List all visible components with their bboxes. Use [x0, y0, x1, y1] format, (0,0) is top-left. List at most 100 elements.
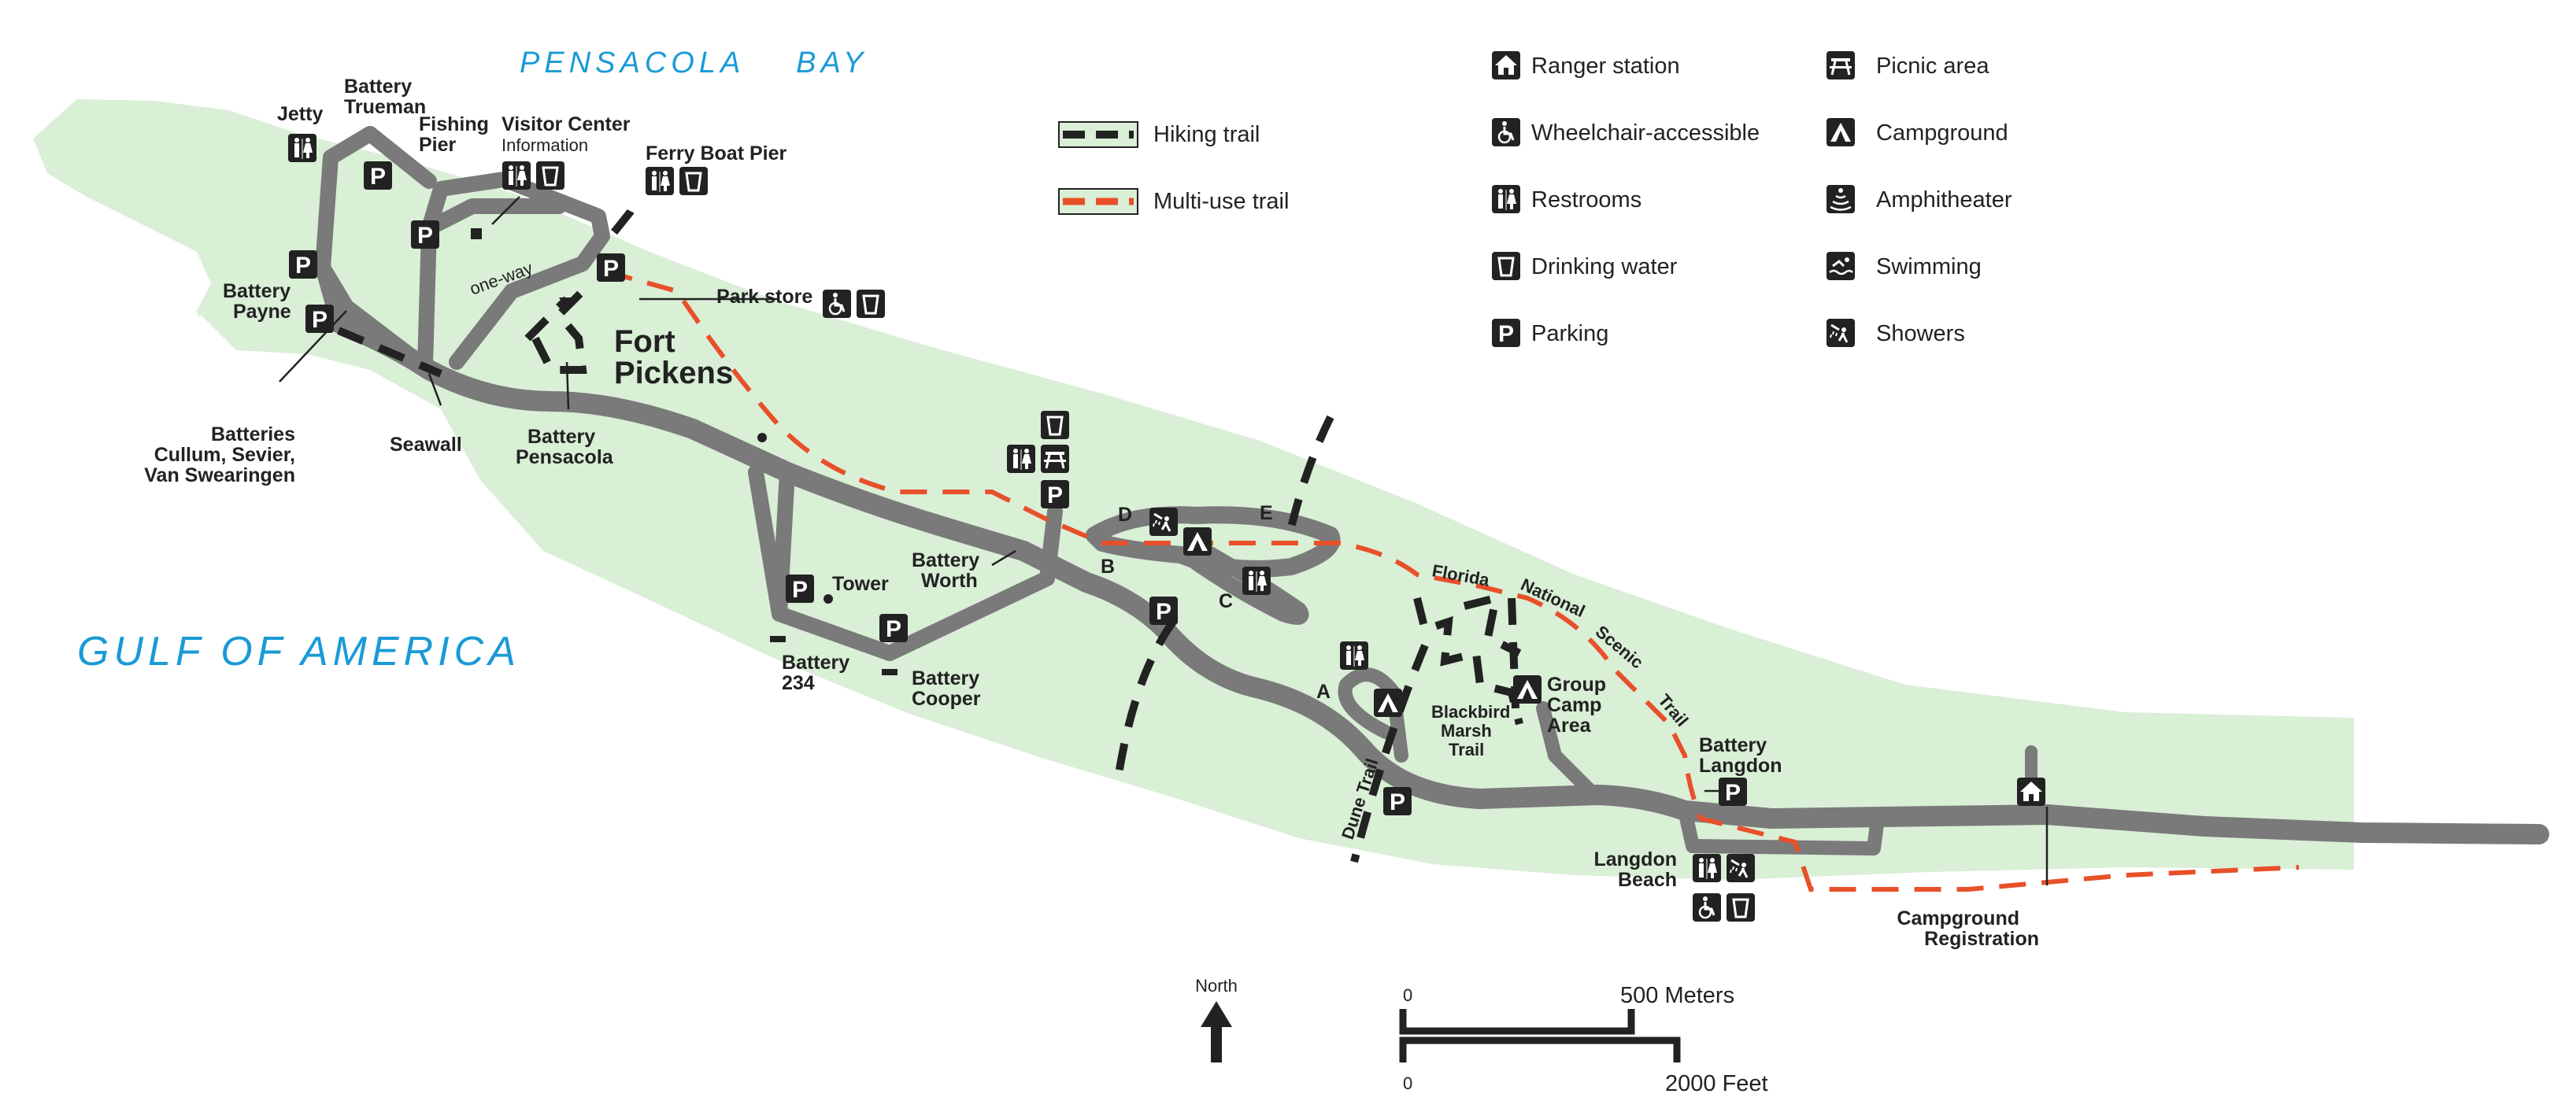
campground-icon — [1513, 675, 1542, 704]
legend-symbols-1: Ranger station Wheelchair-accessible Res… — [1490, 51, 1760, 347]
campground-icon — [1374, 689, 1402, 717]
ranger-station-icon — [1492, 51, 1520, 79]
battery-trueman-label-2: Trueman — [344, 96, 426, 118]
pensacola-bay-label: PENSACOLA BAY — [520, 46, 868, 79]
north-arrow-icon — [1201, 1001, 1232, 1062]
drinking-water-icon — [1490, 250, 1522, 282]
fort-pickens-label-2: Pickens — [614, 356, 733, 390]
restrooms-icon — [288, 134, 316, 162]
legend-symbols-2: Picnic area Campground Amphitheater Swim… — [1825, 50, 2012, 349]
scale-feet-label: 2000 Feet — [1665, 1071, 1768, 1096]
parking-icon — [786, 575, 814, 603]
battery-worth-label-2: Worth — [921, 570, 978, 592]
drinking-water-icon — [678, 165, 709, 197]
showers-icon — [1725, 852, 1756, 884]
group-camp-label-3: Area — [1547, 715, 1592, 737]
batteries-label-2: Cullum, Sevier, — [154, 444, 295, 466]
peninsula-land — [33, 99, 2354, 880]
drinking-water-icon — [855, 288, 886, 320]
dune-trail-west — [1114, 619, 1177, 780]
visitor-center-label: Visitor Center — [502, 113, 631, 135]
blackbird-label-3: Trail — [1449, 740, 1484, 759]
group-camp-label: Group — [1547, 674, 1606, 696]
parking-icon — [597, 253, 625, 282]
marks — [471, 228, 898, 675]
blackbird-label-2: Marsh — [1441, 721, 1492, 741]
restrooms-icon — [502, 161, 531, 190]
legend-restrooms: Restrooms — [1531, 187, 1641, 212]
dune-trail-south — [1350, 644, 1429, 863]
restrooms-icon — [1242, 567, 1271, 595]
parking-icon — [1719, 778, 1747, 806]
langdon-loop — [1678, 804, 1885, 855]
parking-icon — [1492, 319, 1520, 347]
langdon-beach-label: Langdon — [1593, 848, 1677, 870]
loop-d-label: D — [1118, 504, 1132, 526]
showers-icon — [1825, 317, 1856, 349]
gulf-label: GULF OF AMERICA — [77, 629, 520, 674]
parking-icon — [879, 614, 908, 642]
fort-pickens-label: Fort — [614, 324, 675, 359]
payne-road — [315, 260, 437, 378]
legend-picnic-area: Picnic area — [1876, 54, 1989, 79]
batteries-label-3: Van Swearingen — [144, 464, 295, 486]
dune-trail-north — [1287, 415, 1334, 529]
scale-bar: 0 500 Meters 0 2000 Feet — [1399, 983, 1768, 1096]
loop-e-label: E — [1260, 502, 1273, 524]
legend-multi-use-trail: Multi-use trail — [1153, 189, 1289, 214]
battery-cooper-label-2: Cooper — [912, 688, 981, 710]
main-road — [328, 312, 2549, 844]
ferry-boat-pier-label: Ferry Boat Pier — [646, 142, 787, 164]
campground-icon — [1183, 527, 1212, 556]
loop-c-label: C — [1219, 590, 1233, 612]
jetty-label: Jetty — [277, 103, 323, 125]
battery-cooper-label: Battery — [912, 667, 979, 689]
ferry-pier-path — [611, 194, 642, 235]
drinking-water-icon — [1725, 892, 1756, 923]
seawall-label: Seawall — [390, 434, 462, 456]
batteries-label: Batteries — [211, 423, 295, 445]
battery-worth-label: Battery — [912, 549, 979, 571]
restrooms-icon — [646, 167, 674, 195]
wheelchair-icon — [1691, 892, 1723, 923]
fishing-pier-label-2: Pier — [419, 134, 457, 156]
parking-icon — [364, 161, 392, 190]
restrooms-icon — [1340, 641, 1368, 670]
picnic-area-icon — [1039, 443, 1071, 475]
battery-pensacola-label: Battery — [527, 426, 595, 448]
drinking-water-icon — [1039, 409, 1071, 441]
parking-icon — [289, 250, 317, 279]
seawall — [337, 327, 442, 378]
scale-zero-top: 0 — [1403, 985, 1412, 1005]
restrooms-icon — [1693, 854, 1721, 882]
langdon-beach-label-2: Beach — [1618, 869, 1677, 891]
blackbird-label: Blackbird — [1431, 702, 1510, 722]
north-label: North — [1195, 976, 1238, 996]
battery-langdon-label-2: Langdon — [1699, 755, 1782, 777]
battery-payne-label-2: Payne — [233, 301, 291, 323]
group-camp-label-2: Camp — [1547, 694, 1601, 716]
beach-notch — [190, 315, 236, 350]
campground-registration-label-2: Registration — [1924, 928, 2039, 950]
legend-trails: Hiking trail Multi-use trail — [1058, 121, 1289, 215]
loop-a-label: A — [1316, 681, 1331, 703]
legend-swimming: Swimming — [1876, 254, 1982, 279]
restrooms-icon — [1492, 185, 1520, 213]
legend-amphitheater: Amphitheater — [1876, 187, 2012, 212]
campground-registration-label: Campground — [1897, 907, 2019, 929]
battery-trueman-label: Battery — [344, 76, 412, 98]
picnic-area-icon — [1825, 50, 1856, 81]
parking-icon — [1383, 787, 1412, 815]
leader-lines — [279, 196, 2049, 885]
ranger-station-icon — [2017, 778, 2045, 806]
campground-icon — [1827, 118, 1855, 146]
north-arrow: North — [1195, 976, 1238, 1062]
amphitheater-icon — [1825, 183, 1856, 215]
legend-drinking-water: Drinking water — [1531, 254, 1678, 279]
place-labels: Jetty Battery Trueman Fishing Pier Visit… — [144, 76, 2039, 950]
florida-national-scenic-trail — [605, 269, 2300, 892]
wheelchair-icon — [821, 288, 853, 320]
group-camp-road — [1536, 701, 1597, 798]
legend-parking: Parking — [1531, 321, 1608, 346]
